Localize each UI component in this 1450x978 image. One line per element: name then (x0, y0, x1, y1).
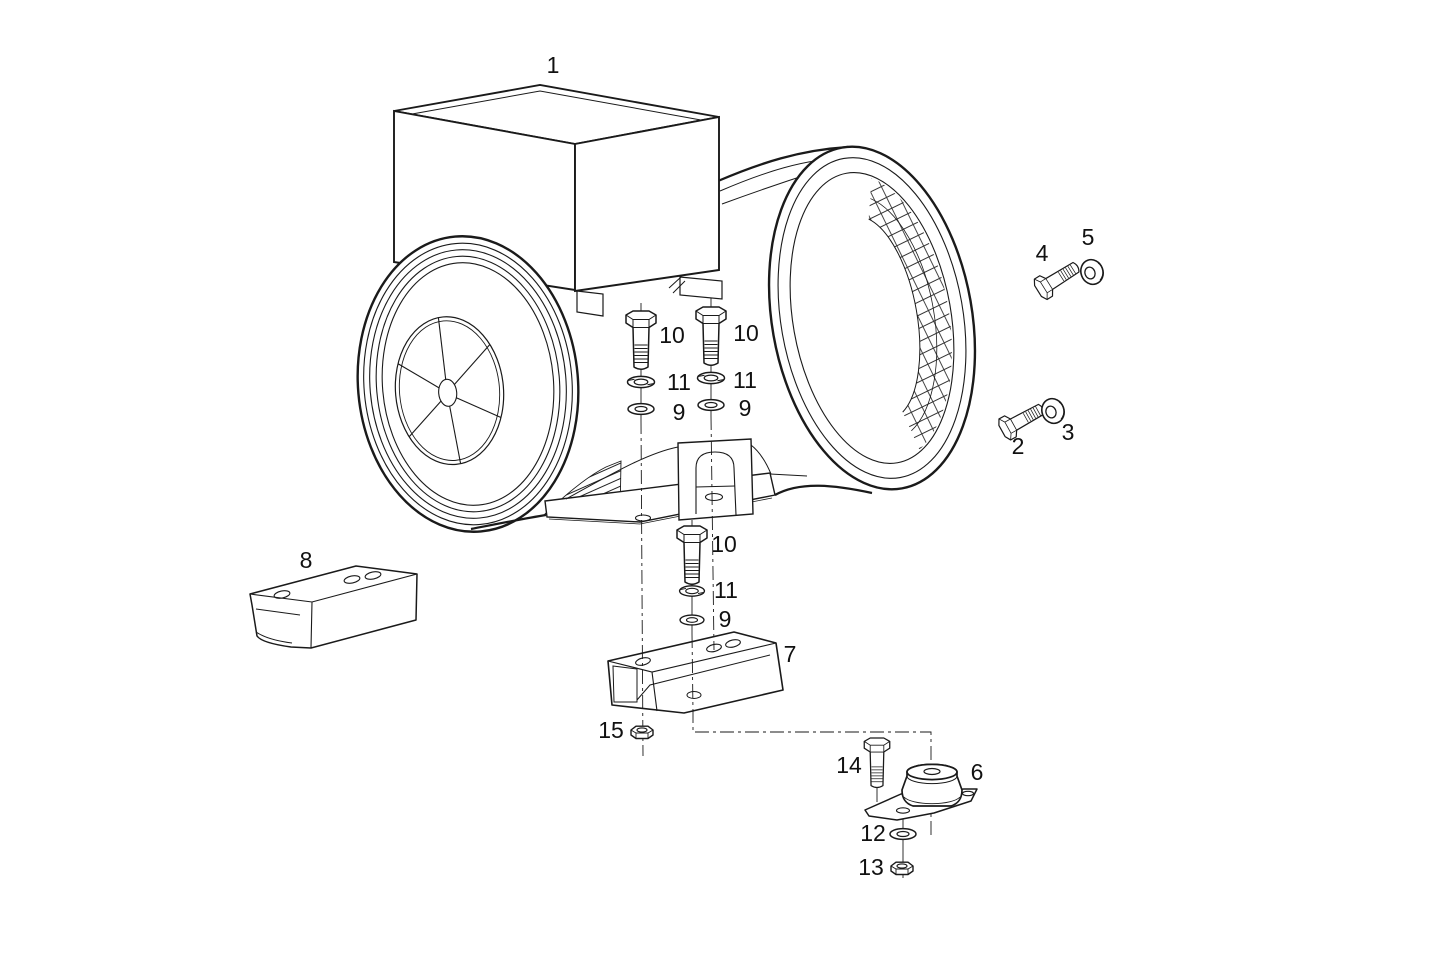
spring-washer-11-upper-left (626, 375, 656, 389)
hardware (625, 255, 1104, 876)
spring-washer-11-lower (678, 585, 706, 597)
underside (470, 438, 873, 531)
part-label-14: 14 (836, 752, 862, 778)
part-label-7: 7 (784, 641, 797, 667)
foot-plate-hole (634, 514, 652, 522)
part-label-9b: 9 (739, 395, 752, 421)
channel-bracket-lower (607, 631, 784, 714)
channel-bracket-left (249, 565, 418, 649)
part-label-1: 1 (547, 52, 560, 78)
flat-washer-9-lower (679, 614, 705, 626)
ventilation-mesh (868, 178, 952, 450)
part-label-10c: 10 (711, 531, 737, 557)
part-label-10b: 10 (733, 320, 759, 346)
part-label-9c: 9 (719, 606, 732, 632)
fan-spokes (397, 317, 502, 464)
part-label-15: 15 (598, 717, 624, 743)
vibration-mount-6 (864, 763, 978, 821)
washer-5 (1080, 258, 1104, 286)
part-label-4: 4 (1036, 240, 1049, 266)
box-feet (576, 276, 723, 317)
spring-washer-11-upper-right (696, 371, 726, 385)
part-label-8: 8 (300, 547, 313, 573)
part-label-3: 3 (1062, 419, 1075, 445)
end-cover-ring (767, 145, 977, 491)
washer-3 (1041, 397, 1065, 425)
part-label-11a: 11 (667, 369, 691, 395)
part-label-6: 6 (971, 759, 984, 785)
hex-nut-15 (630, 725, 654, 740)
flat-washer-12 (889, 827, 917, 841)
flat-washer-9-upper-right (697, 398, 725, 412)
part-label-5: 5 (1082, 224, 1095, 250)
part-label-11c: 11 (714, 577, 738, 603)
hex-bolt-14 (863, 737, 891, 789)
flat-washer-9-upper-left (627, 402, 655, 416)
part-label-2: 2 (1012, 433, 1025, 459)
part-label-11b: 11 (733, 367, 757, 393)
generator-assembly (356, 84, 977, 533)
hex-bolt-10-upper-right (695, 306, 727, 366)
hex-bolt-10-lower (676, 525, 708, 585)
foot-bracket (677, 438, 754, 521)
part-label-12: 12 (860, 820, 886, 846)
part-label-10a: 10 (659, 322, 685, 348)
part-label-9a: 9 (673, 399, 686, 425)
hex-nut-13 (890, 861, 914, 876)
part-labels: 1 10 11 9 10 11 9 4 5 2 3 8 10 11 9 7 15… (300, 52, 1095, 880)
hex-bolt-10-upper-left (625, 310, 657, 370)
foot-bracket-slot (704, 492, 724, 502)
cooling-fan-wheel (356, 235, 580, 533)
part-label-13: 13 (858, 854, 884, 880)
